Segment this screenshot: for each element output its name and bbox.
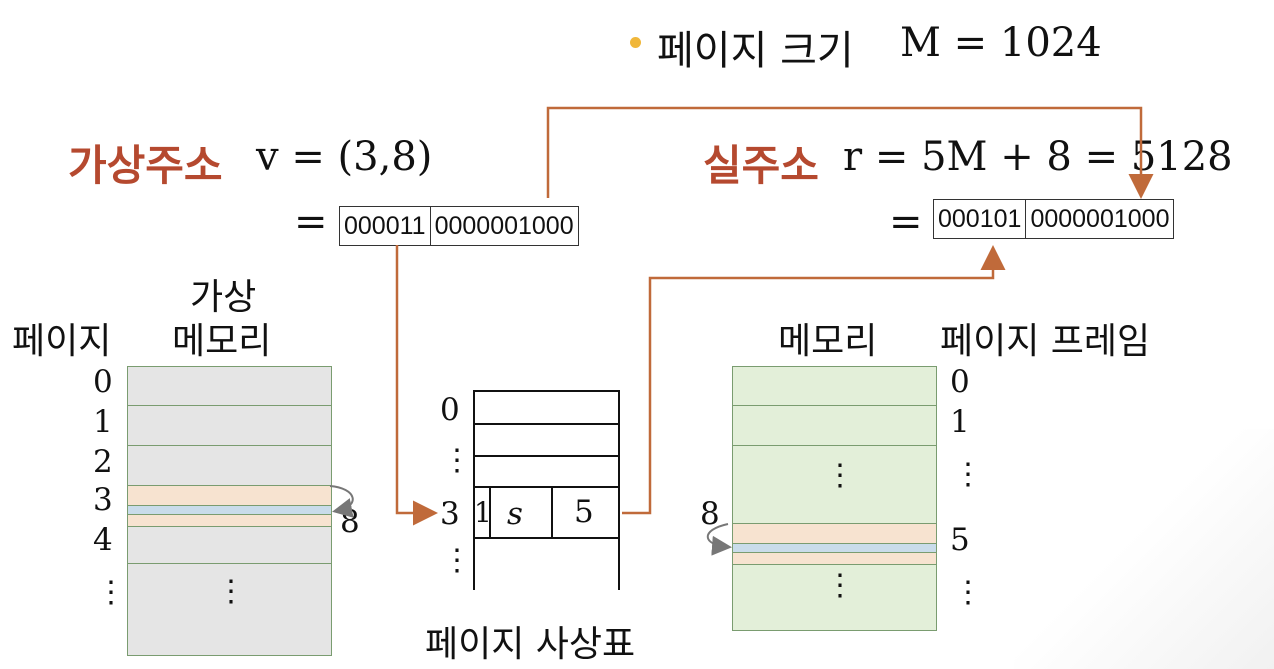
virtual-offset-bits: 0000001000 <box>429 207 578 245</box>
physical-memory-block: ⋮ ⋮ <box>732 366 937 631</box>
virtual-page-bits: 000011 <box>344 211 426 240</box>
real-address-label: 실주소 <box>703 141 819 190</box>
frame-5: 5 <box>950 522 970 558</box>
page-table-entry-frame: 5 <box>574 494 594 530</box>
virtual-memory-title-line2: 메모리 <box>172 321 272 362</box>
page-table-row-3: 3 <box>440 496 460 532</box>
virtual-page-4: 4 <box>93 522 113 558</box>
page-frame-column-label: 페이지 프레임 <box>940 321 1151 362</box>
bullet-icon <box>630 37 641 48</box>
physical-memory-title: 메모리 <box>778 321 878 362</box>
real-address-equals: = <box>889 199 923 245</box>
virtual-offset-band <box>128 505 331 515</box>
real-address-bits: 000101 0000001000 <box>933 199 1175 239</box>
physical-offset-band <box>733 543 936 553</box>
real-offset-bits: 0000001000 <box>1025 200 1173 238</box>
frame-1: 1 <box>950 404 970 440</box>
virtual-page-0: 0 <box>93 364 113 400</box>
virtual-memory-title-line1: 가상 <box>190 277 257 318</box>
page-table-row-0: 0 <box>440 392 460 428</box>
background-gradient <box>1014 429 1274 669</box>
page-table-entry-s: s <box>507 496 523 532</box>
virtual-address-equals: = <box>294 199 328 245</box>
real-frame-bits: 000101 <box>938 204 1022 233</box>
virtual-address-formula: v = (3,8) <box>256 134 433 180</box>
virtual-page-column-label: 페이지 <box>12 321 112 362</box>
page-table-title: 페이지 사상표 <box>425 624 636 665</box>
virtual-address-bits: 000011 0000001000 <box>339 206 579 246</box>
page-size-label: 페이지 크기 <box>657 28 854 74</box>
virtual-page-2: 2 <box>93 444 113 480</box>
frame-0: 0 <box>950 364 970 400</box>
page-table-entry-bit: 1 <box>474 496 492 529</box>
real-address-formula: r = 5M + 8 = 5128 <box>843 134 1233 180</box>
physical-offset-label: 8 <box>700 496 720 532</box>
offset-copy-arrow <box>546 106 1154 199</box>
virtual-page-3: 3 <box>93 482 113 518</box>
page-lookup-arrow <box>395 245 438 526</box>
page-table: 1 s 5 <box>473 390 620 590</box>
virtual-offset-arrow <box>329 485 354 518</box>
frame-number-arrow <box>622 245 1006 515</box>
physical-offset-arrow <box>706 523 732 556</box>
virtual-page-1: 1 <box>93 404 113 440</box>
virtual-memory-block: ⋮ <box>127 366 332 656</box>
virtual-address-label: 가상주소 <box>68 141 223 190</box>
page-size-formula: M = 1024 <box>900 20 1102 66</box>
